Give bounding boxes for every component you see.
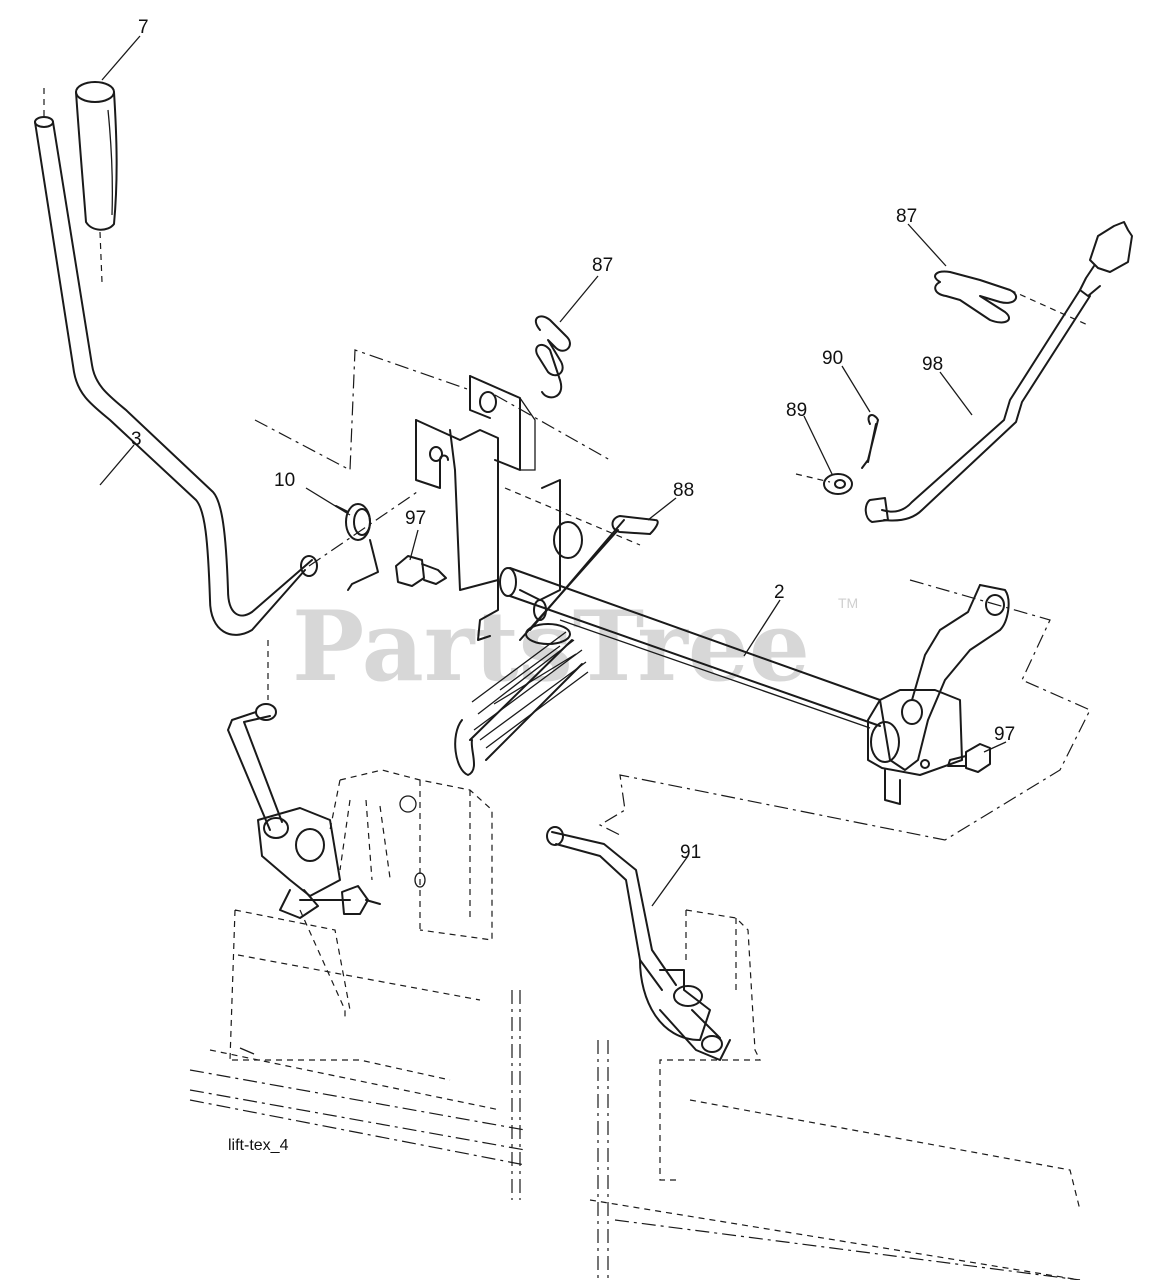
part-89-washer[interactable] [795,473,853,495]
part-98-lift-rod[interactable] [864,221,1133,523]
callout-90-label: 90 [822,348,843,369]
left-frame-plate [189,769,526,1200]
part-3-lift-lever[interactable] [34,116,421,700]
callout-10-label: 10 [274,470,295,491]
callout-97-upper-label: 97 [405,508,426,529]
callout-87-center-label: 87 [592,255,613,276]
callout-97-lower: 97 [983,724,1015,753]
callout-98-label: 98 [922,354,943,375]
callout-89-label: 89 [786,400,807,421]
part-87-hairpin-clip-center[interactable] [534,315,571,399]
part-90-cotter-pin[interactable] [861,414,879,469]
watermark-text: PartsTree [292,590,810,703]
part-7-handle-grip[interactable] [43,81,118,283]
part-2-lift-shaft[interactable] [499,567,881,729]
lift-bracket[interactable] [254,349,641,641]
callout-87-center: 87 [559,255,613,323]
callout-91: 91 [651,842,701,907]
callout-3-label: 3 [131,429,142,450]
part-97-bolt-lower[interactable] [947,743,991,773]
part-97-bolt-upper[interactable] [395,555,447,587]
callout-98: 98 [922,354,973,416]
right-lift-arm[interactable] [598,579,1091,841]
callout-3: 3 [99,429,142,486]
callout-88: 88 [647,480,694,521]
callout-87-right: 87 [896,206,947,267]
callout-7-label: 7 [138,17,149,38]
callout-97-upper: 97 [405,508,426,561]
callout-87-right-label: 87 [896,206,917,227]
part-87-hairpin-clip-right[interactable] [934,270,1091,327]
diagram-caption: lift-tex_4 [228,1137,289,1154]
callout-97-lower-label: 97 [994,724,1015,745]
callout-90: 90 [822,348,871,413]
callout-2-label: 2 [774,582,785,603]
callout-91-label: 91 [680,842,701,863]
right-frame-plate [589,909,1081,1280]
part-91-right-lift-link[interactable] [546,826,731,1061]
part-10-torsion-spring[interactable] [335,503,379,591]
watermark-trademark: TM [838,595,858,611]
left-lift-link[interactable] [227,703,381,919]
extension-spring[interactable] [454,623,589,776]
callout-10: 10 [274,470,351,516]
callout-88-label: 88 [673,480,694,501]
callout-89: 89 [786,400,833,475]
callout-2: 2 [743,582,785,657]
callout-7: 7 [101,17,149,81]
